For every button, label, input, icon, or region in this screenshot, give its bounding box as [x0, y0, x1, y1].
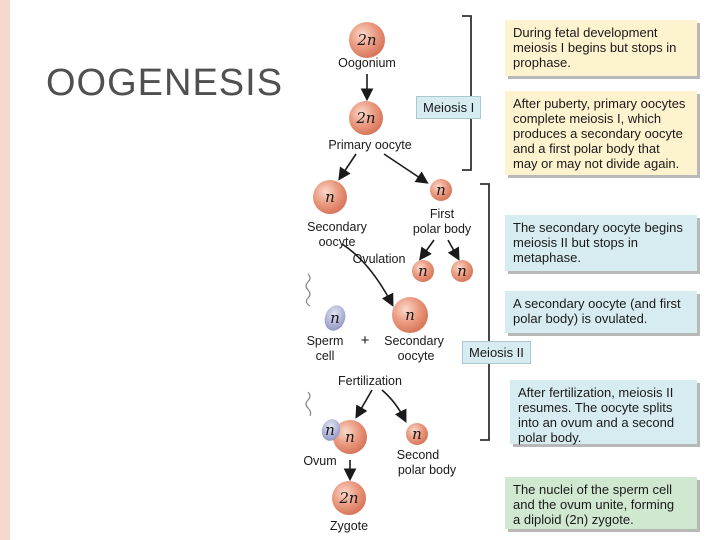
svg-text:n: n [325, 421, 335, 439]
second-polar-body-cell: n [406, 423, 428, 445]
arrows [338, 74, 460, 482]
svg-text:2n: 2n [356, 31, 376, 49]
meiosis2-bracket [480, 183, 490, 441]
primary-oocyte-cell: 2n [349, 101, 383, 135]
plus-sign: + [361, 332, 370, 349]
polar-body-division-b: n [451, 260, 473, 282]
svg-text:n: n [405, 306, 415, 324]
oogonium-cell: 2n [349, 22, 385, 58]
second-polar-body-caption-line2: polar body [398, 463, 457, 477]
svg-text:n: n [457, 262, 467, 280]
meiosis1-bracket [462, 15, 472, 171]
first-polar-body-caption-line2: polar body [413, 222, 472, 236]
polar-body-division-a: n [412, 260, 434, 282]
secondary-oocyte-cell-2: n [392, 297, 428, 333]
sperm-cell: n [305, 273, 346, 331]
svg-text:n: n [418, 262, 428, 280]
secondary-oocyte-1-caption-line2: oocyte [319, 235, 356, 249]
ovum-caption: Ovum [303, 454, 336, 468]
svg-text:2n: 2n [355, 109, 375, 127]
svg-text:n: n [412, 425, 422, 443]
zygote-caption: Zygote [330, 519, 368, 533]
secondary-oocyte-cell-1: n [313, 180, 347, 214]
svg-text:n: n [436, 181, 446, 199]
ovum-cell: n n [305, 391, 367, 454]
fertilization-label: Fertilization [338, 374, 402, 388]
sperm-caption-line1: Sperm [307, 334, 344, 348]
primary-oocyte-caption: Primary oocyte [328, 138, 411, 152]
ovulation-label: Ovulation [353, 252, 406, 266]
sperm-caption-line2: cell [316, 349, 335, 363]
left-accent-strip [0, 0, 10, 540]
svg-text:n: n [345, 428, 355, 446]
svg-text:n: n [330, 309, 340, 327]
secondary-oocyte-1-caption-line1: Secondary [307, 220, 368, 234]
zygote-cell: 2n [332, 481, 366, 515]
svg-text:2n: 2n [338, 489, 358, 507]
meiosis1-tag: Meiosis I [416, 96, 482, 119]
first-polar-body-caption-line1: First [430, 207, 455, 221]
secondary-oocyte-2-caption-line2: oocyte [398, 349, 435, 363]
second-polar-body-caption-line1: Second [397, 448, 439, 462]
page-title: OOGENESIS [46, 62, 284, 104]
svg-text:n: n [325, 188, 335, 206]
secondary-oocyte-2-caption-line1: Secondary [384, 334, 445, 348]
oogonium-caption: Oogonium [338, 56, 396, 70]
meiosis2-tag: Meiosis II [462, 341, 531, 364]
first-polar-body-cell: n [430, 179, 452, 201]
